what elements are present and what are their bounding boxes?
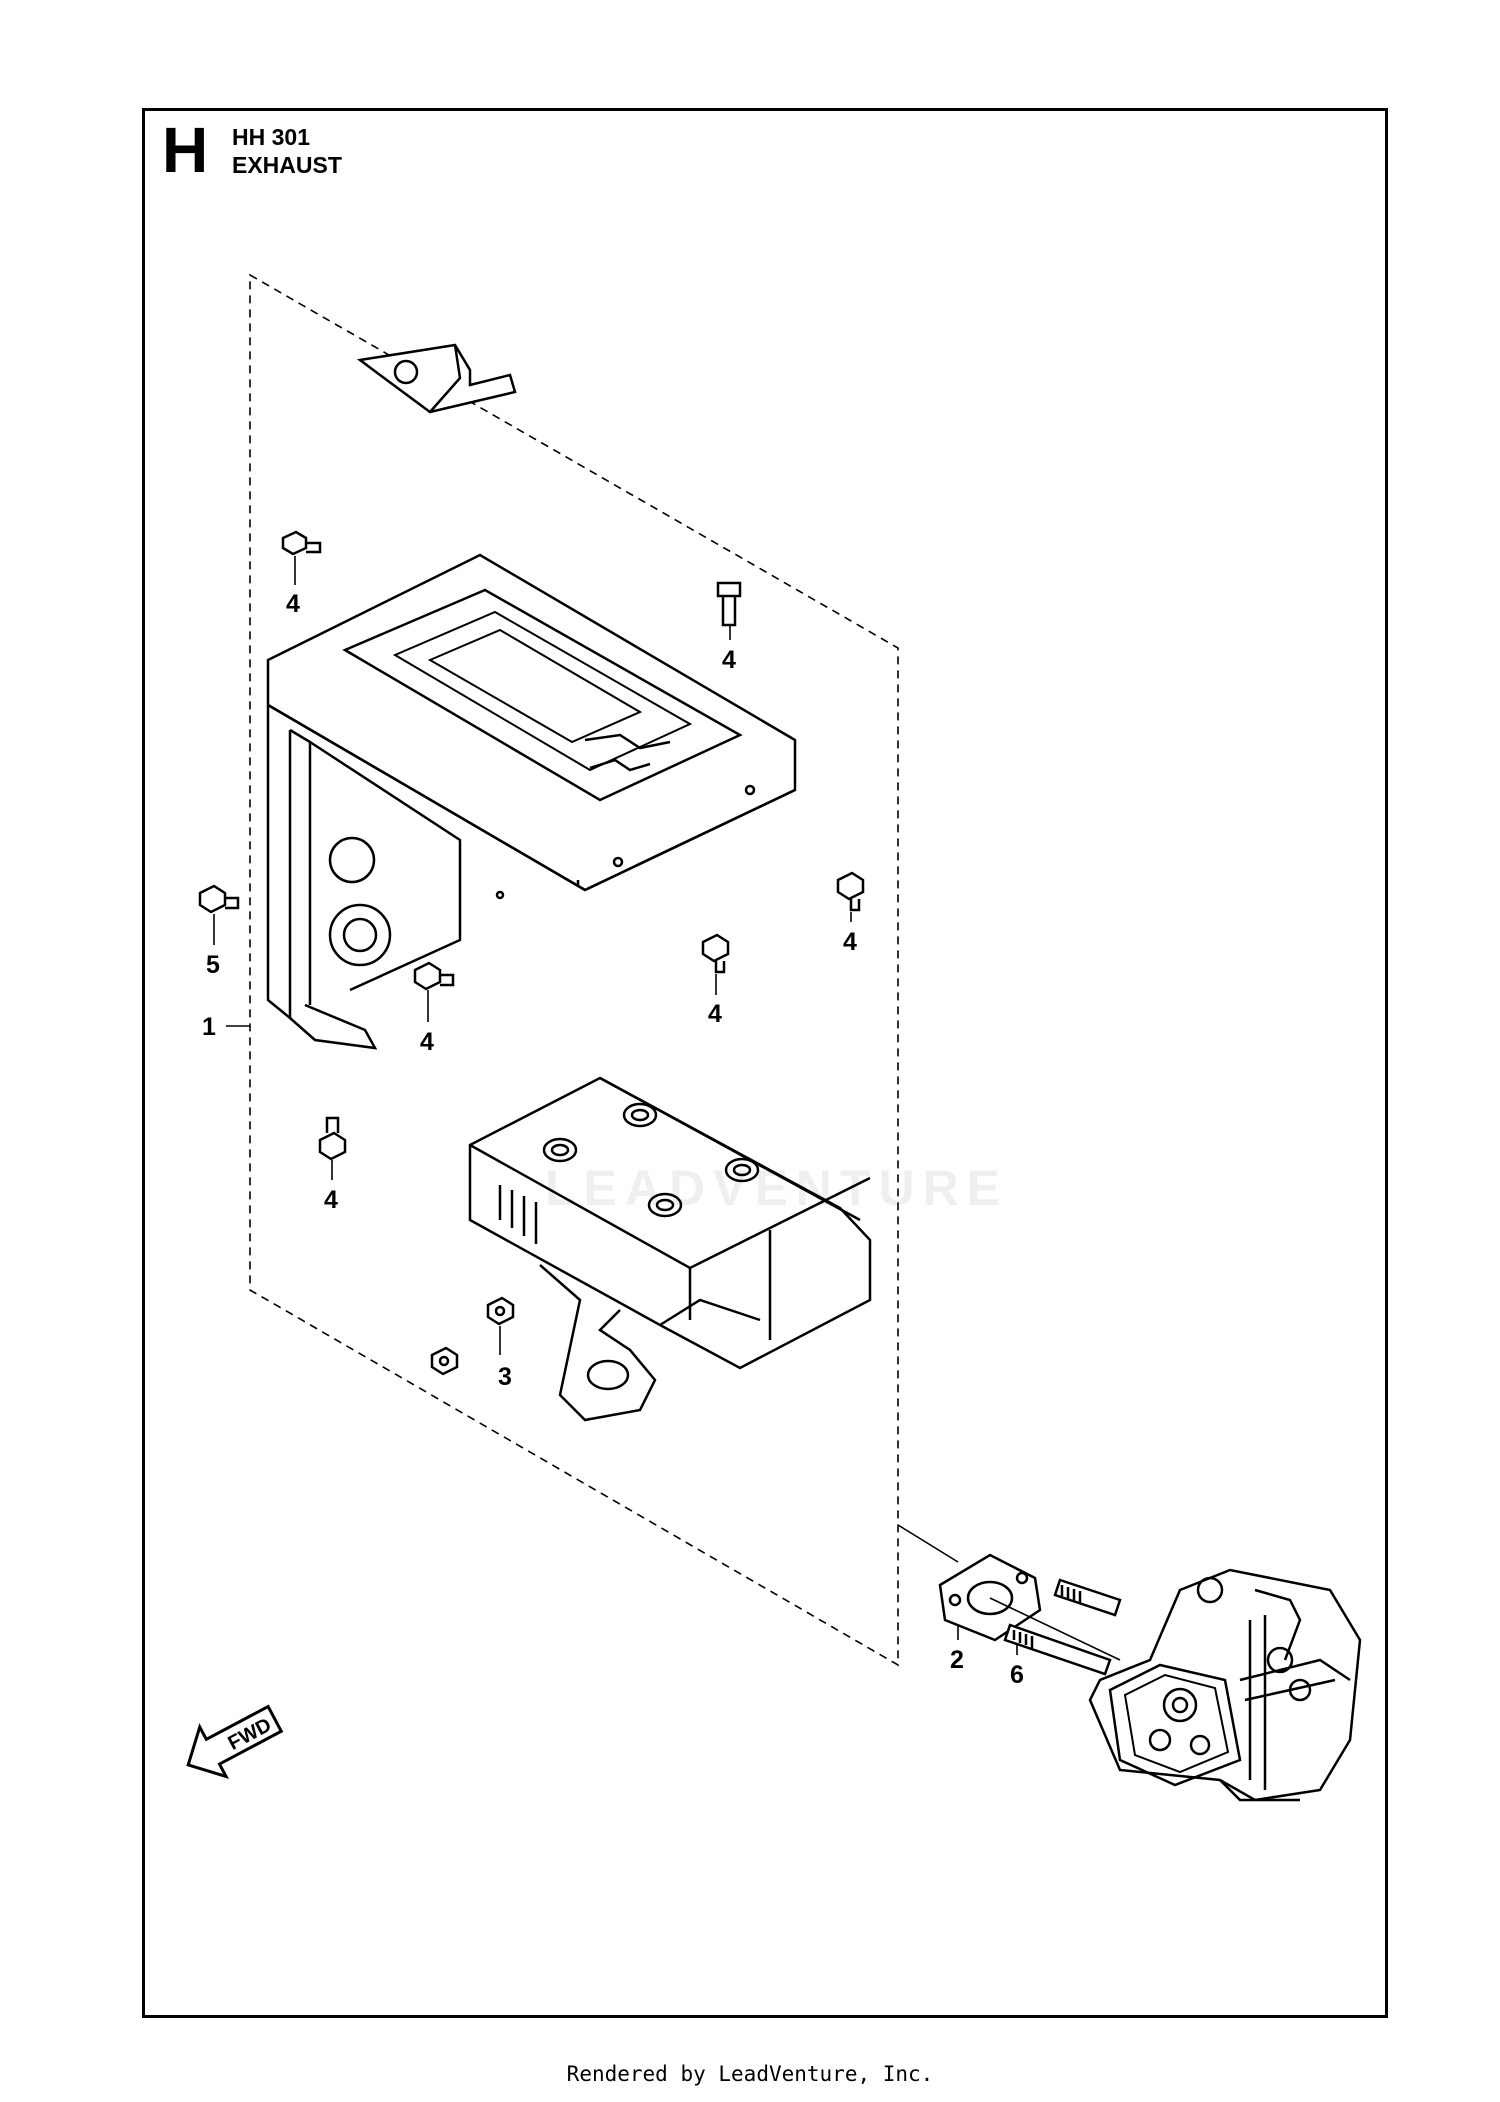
nut-3b <box>430 1346 459 1376</box>
stud-lower <box>1003 1623 1112 1676</box>
fwd-arrow-icon <box>175 1118 198 1125</box>
section-letter: H <box>162 114 209 186</box>
watermark-text: LEADVENTURE <box>545 1160 1008 1216</box>
bolt-4f <box>318 1116 347 1161</box>
callout-c4d: 4 <box>708 1000 722 1028</box>
footer-credit: Rendered by LeadVenture, Inc. <box>566 2062 934 2086</box>
bolt-4e <box>836 871 865 912</box>
bolt-4b <box>716 581 742 627</box>
assembly-boundary <box>249 273 899 1667</box>
heat-shield <box>266 553 797 1050</box>
muffler <box>468 1076 872 1422</box>
stud-upper <box>1053 1578 1122 1617</box>
fwd-direction-arrow-icon: FWD <box>186 1704 284 1779</box>
section-title: EXHAUST <box>232 152 342 178</box>
callout-c4c: 4 <box>420 1028 434 1056</box>
diagram-frame <box>142 108 1388 2018</box>
bolt-4a <box>281 530 322 556</box>
callout-c5: 5 <box>206 951 220 979</box>
leader-assembly-to-gasket <box>897 1524 959 1563</box>
section-code: HH 301 <box>232 124 310 150</box>
leader-gasket-to-head <box>989 1597 1121 1661</box>
bolt-4d <box>701 933 730 974</box>
callout-c6: 6 <box>1010 1661 1024 1689</box>
callout-c4b: 4 <box>722 646 736 674</box>
gasket <box>938 1553 1042 1642</box>
callout-c4e: 4 <box>843 928 857 956</box>
callout-c4f: 4 <box>324 1186 338 1214</box>
callout-c1: 1 <box>202 1013 216 1041</box>
callout-c4a: 4 <box>286 590 300 618</box>
bolt-4c <box>413 961 455 991</box>
cylinder-head <box>1088 1568 1362 1802</box>
bracket-plate <box>356 343 517 414</box>
callout-c2: 2 <box>950 1646 964 1674</box>
nut-3a <box>486 1296 515 1326</box>
bolt-5 <box>198 884 240 914</box>
callout-c3: 3 <box>498 1363 512 1391</box>
